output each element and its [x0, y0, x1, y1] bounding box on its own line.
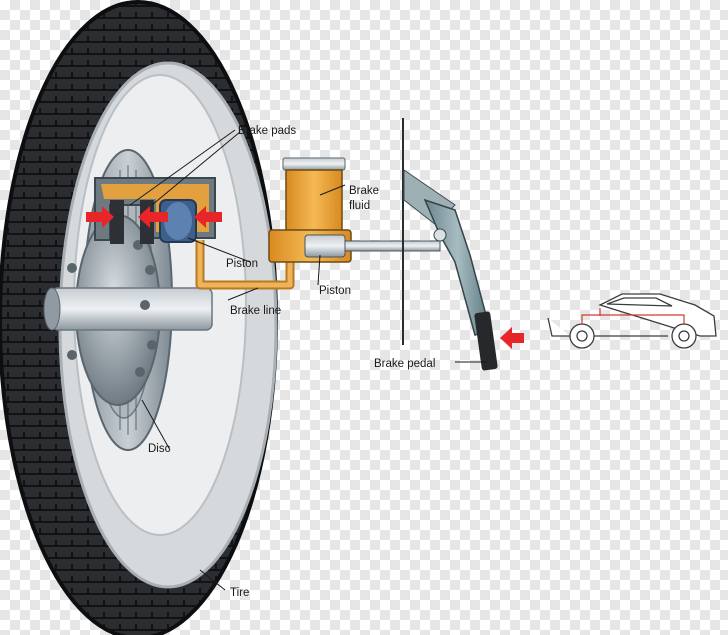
label-tire: Tire: [230, 587, 249, 599]
label-piston-master: Piston: [319, 285, 351, 297]
brake-pad-outer: [110, 200, 124, 244]
brake-pedal: [403, 169, 498, 371]
leader-lines: [129, 129, 488, 591]
brake-caliper: [94, 177, 216, 244]
label-piston-caliper: Piston: [226, 258, 258, 270]
fluid-reservoir-cap: [282, 157, 346, 171]
car-outline-icon: [547, 293, 717, 349]
red-arrow-icon: [194, 206, 222, 228]
label-brake-line: Brake line: [230, 305, 281, 317]
fluid-reservoir: [285, 169, 343, 233]
master-cylinder: [268, 157, 441, 263]
wheel-hub: [43, 214, 213, 406]
label-brake-fluid: Brake: [349, 185, 379, 197]
label-disc: Disc: [148, 443, 171, 455]
car-brake-line-trace: [581, 308, 685, 325]
master-piston: [304, 234, 346, 258]
label-brake-pedal: Brake pedal: [374, 358, 435, 370]
red-arrow-icon: [500, 327, 524, 349]
brake-line: [195, 240, 295, 290]
axle-shaft: [51, 287, 213, 331]
wheel-studs: [67, 240, 157, 377]
label-brake-pads: Brake pads: [238, 125, 296, 137]
red-arrow-icon: [86, 206, 114, 228]
pedal-pad: [474, 311, 498, 371]
label-brake-fluid-2: fluid: [349, 200, 370, 212]
red-arrow-icon: [138, 206, 168, 228]
